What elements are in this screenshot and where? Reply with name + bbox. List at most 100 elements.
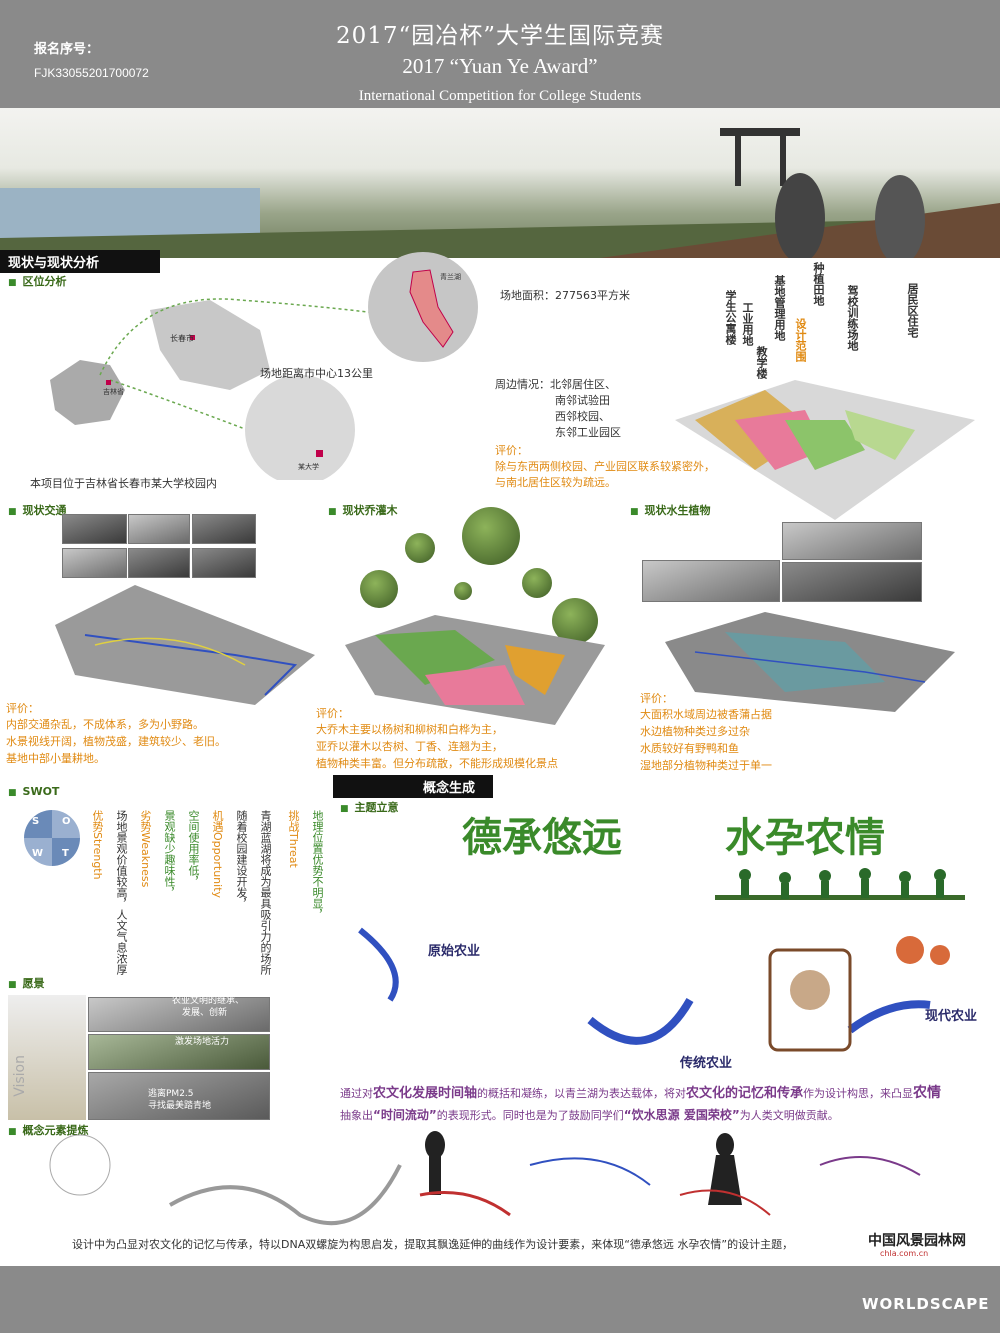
logo-worldscape: WORLDSCAPE bbox=[862, 1295, 990, 1313]
landuse-label: 学生公寓楼 bbox=[724, 290, 737, 345]
trees-map bbox=[345, 615, 605, 725]
swot-col: 挑战Threat bbox=[287, 810, 300, 868]
heading-elements: 概念元素提炼 bbox=[8, 1122, 89, 1138]
reg-label: 报名序号： bbox=[34, 42, 100, 57]
subtitle-en: International Competition for College St… bbox=[358, 88, 642, 104]
landuse-label: 教学楼 bbox=[755, 346, 768, 379]
logo-chla: 中国风景园林网 bbox=[868, 1233, 966, 1249]
swot-col: 景观缺少趣味性， bbox=[163, 810, 176, 898]
desc-seg: 农文化发展时间轴 bbox=[373, 1086, 478, 1101]
surround-3: 西邻校园、 bbox=[555, 410, 610, 423]
section-title-concept: 概念生成 bbox=[333, 775, 493, 798]
desc-seg: “饮水思源 爱国荣校” bbox=[623, 1108, 740, 1122]
aquatic-photo bbox=[642, 560, 780, 602]
concept-desc-1: 通过对农文化发展时间轴的概括和凝练，以青兰湖为表达载体，将对农文化的记忆和传承作… bbox=[340, 1080, 1000, 1107]
surround-4: 东邻工业园区 bbox=[555, 426, 621, 439]
desc-seg: 通过对 bbox=[340, 1087, 373, 1100]
aquatic-photo bbox=[782, 562, 922, 602]
traffic-photo bbox=[128, 548, 190, 578]
tree-photo bbox=[462, 507, 520, 565]
tree-photo bbox=[522, 568, 552, 598]
trees-eval-3: 植物种类丰富。但分布疏散，不能形成规模化景点 bbox=[316, 757, 558, 770]
swot-col: 优势Strength bbox=[91, 810, 104, 880]
heading-vision: 愿景 bbox=[8, 975, 45, 991]
hero-image bbox=[0, 108, 1000, 258]
label-jilin: 吉林省 bbox=[103, 388, 124, 396]
aquatic-eval-label: 评价： bbox=[640, 692, 673, 705]
reg-number: FJK33055201700072 bbox=[34, 66, 149, 80]
agri-timeline bbox=[358, 927, 950, 1052]
aquatic-eval-4: 湿地部分植物种类过于单一 bbox=[640, 759, 772, 772]
swot-letter: W bbox=[32, 848, 44, 859]
trees-eval-1: 大乔木主要以杨树和柳树和白桦为主， bbox=[316, 723, 503, 736]
traffic-eval-label: 评价： bbox=[6, 702, 39, 715]
traffic-photo bbox=[128, 514, 190, 544]
traffic-photo bbox=[192, 514, 256, 544]
loc-eval-label: 评价： bbox=[495, 444, 528, 457]
aquatic-eval-1: 大面积水域周边被香蒲占据 bbox=[640, 708, 772, 721]
aquatic-eval-2: 水边植物种类过多过杂 bbox=[640, 725, 750, 738]
heading-swot: SWOT bbox=[8, 785, 60, 798]
vision-photo bbox=[88, 997, 270, 1032]
slogan-1: 德承悠远 bbox=[462, 814, 622, 861]
heading-theme: 主题立意 bbox=[340, 799, 399, 815]
site-area: 场地面积：277563平方米 bbox=[500, 289, 630, 302]
traffic-eval-2: 水景视线开阔，植物茂盛，建筑较少、老旧。 bbox=[6, 735, 226, 748]
swot-letter: S bbox=[32, 816, 40, 827]
desc-seg: 作为设计构思，来凸显 bbox=[803, 1087, 914, 1100]
desc-seg: 为人类文明做贡献。 bbox=[739, 1109, 839, 1122]
desc-seg: 的概括和凝练，以青兰湖为表达载体，将对 bbox=[477, 1087, 687, 1100]
silhouettes bbox=[715, 868, 965, 900]
tree-photo bbox=[552, 598, 598, 644]
heading-trees: 现状乔灌木 bbox=[328, 502, 398, 518]
landuse-label: 工业用地 bbox=[741, 302, 754, 346]
swot-diagram: S O W T bbox=[22, 808, 82, 868]
surround-1: 周边情况：北邻居住区、 bbox=[495, 378, 616, 391]
label-lake: 青兰湖 bbox=[440, 273, 461, 281]
aquatic-eval-3: 水质较好有野鸭和鱼 bbox=[640, 742, 739, 755]
section-title-status: 现状与现状分析 bbox=[0, 250, 160, 273]
swot-col: 地理位置优势不明显， bbox=[311, 810, 324, 920]
tree-photo bbox=[360, 570, 398, 608]
stage-traditional: 传统农业 bbox=[680, 1056, 733, 1071]
vision-photo bbox=[88, 1072, 270, 1120]
heading-aquatic: 现状水生植物 bbox=[630, 502, 711, 518]
distance-text: 场地距离市中心13公里 bbox=[260, 367, 373, 380]
footer-band bbox=[0, 1266, 1000, 1333]
title-en: 2017 “Yuan Ye Award” bbox=[402, 54, 598, 78]
tree-photo bbox=[405, 533, 435, 563]
vision-image: Vision bbox=[8, 995, 86, 1120]
landuse-label: 居民区住宅 bbox=[906, 283, 919, 338]
traffic-eval-1: 内部交通杂乱，不成体系，多为小野路。 bbox=[6, 718, 204, 731]
landuse-label: 基地管理用地 bbox=[773, 275, 786, 341]
loc-eval-1: 除与东西两侧校园、产业园区联系较紧密外， bbox=[495, 460, 715, 473]
traffic-map bbox=[55, 585, 315, 705]
vision-word: Vision bbox=[12, 1055, 28, 1097]
swot-col: 随着校园建设开发， bbox=[235, 810, 248, 909]
heading-location: 区位分析 bbox=[8, 273, 67, 289]
vision-item1-a: 农业文明的继承、 bbox=[172, 996, 245, 1006]
aquatic-photo bbox=[782, 522, 922, 560]
stage-modern: 现代农业 bbox=[925, 1009, 978, 1024]
landuse-label: 设计范围 bbox=[794, 318, 807, 362]
tree-photo bbox=[454, 582, 472, 600]
swot-letter: O bbox=[62, 816, 71, 827]
desc-seg: “时间流动” bbox=[373, 1108, 437, 1122]
landuse-label: 种植田地 bbox=[812, 262, 825, 306]
trees-eval-label: 评价： bbox=[316, 707, 349, 720]
surround-2: 南邻试验田 bbox=[555, 394, 610, 407]
swot-col: 场地景观价值较高，人文气息浓厚 bbox=[115, 810, 128, 975]
vision-item3-a: 逃离PM2.5 bbox=[148, 1089, 194, 1099]
stage-primitive: 原始农业 bbox=[428, 944, 481, 959]
hero-scene bbox=[0, 128, 1000, 258]
desc-seg: 抽象出 bbox=[340, 1109, 373, 1122]
label-university: 某大学 bbox=[298, 463, 319, 471]
landuse-map bbox=[675, 380, 975, 520]
header-band bbox=[0, 0, 1000, 108]
swot-col: 劣势Weakness bbox=[139, 810, 152, 888]
swot-col: 空间使用率低， bbox=[187, 810, 200, 887]
slogan-2: 水孕农情 bbox=[725, 814, 885, 861]
vision-photo bbox=[88, 1034, 270, 1070]
site-circle bbox=[368, 252, 478, 362]
swot-col: 青湖蓝湖将成为最具吸引力的场所 bbox=[259, 810, 272, 975]
